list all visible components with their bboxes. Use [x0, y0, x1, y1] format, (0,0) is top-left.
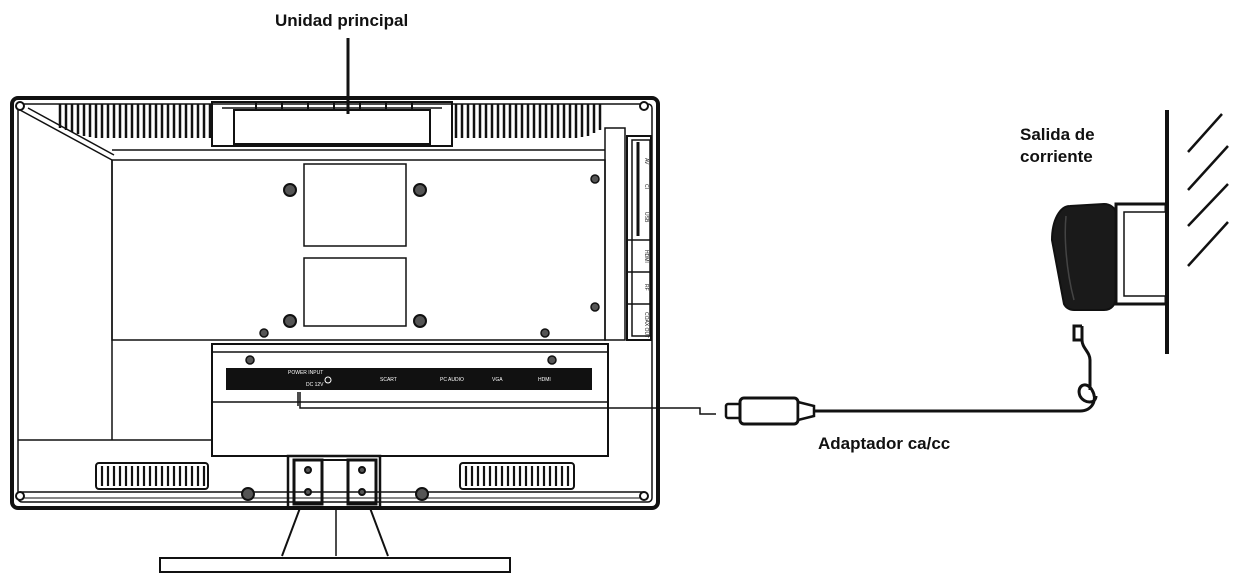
side-port-label: COAX OUT	[643, 312, 649, 338]
side-port-label: RF	[643, 284, 649, 291]
port-label: PC AUDIO	[440, 377, 464, 383]
power-outlet-label-line2: corriente	[1020, 147, 1093, 166]
power-outlet-label-line1: Salida de	[1020, 125, 1095, 144]
adapter-label: Adaptador ca/cc	[818, 434, 951, 453]
bottom-right-vent	[459, 462, 575, 490]
top-left-vent	[58, 104, 212, 138]
side-port-label: HDMI	[643, 250, 649, 263]
adapter-cord	[1072, 324, 1098, 413]
vesa-plate-lower	[303, 257, 407, 327]
power-outlet-label: Salida de corriente	[1020, 124, 1095, 168]
power-input-label: POWER INPUT	[288, 370, 323, 376]
tv-rear-view	[10, 96, 660, 573]
side-port-label: AV	[643, 158, 649, 165]
corner-screw	[15, 491, 25, 501]
wall-outlet	[1165, 110, 1229, 354]
side-port-labels: AV CI USB HDMI RF COAX OUT	[643, 158, 649, 338]
side-port-label: CI	[643, 184, 649, 189]
port-label: VGA	[492, 377, 503, 383]
rear-connector-strip: POWER INPUT DC 12V SCART PC AUDIO VGA HD…	[226, 368, 592, 390]
bottom-left-vent	[95, 462, 209, 490]
tv-stand	[159, 454, 511, 573]
dc-plug	[724, 396, 1080, 426]
top-control-buttons	[211, 101, 453, 147]
corner-screw	[15, 101, 25, 111]
power-input-jack	[324, 376, 332, 384]
vesa-plate-upper	[303, 163, 407, 247]
panel-screws	[245, 174, 600, 365]
main-unit-label: Unidad principal	[275, 11, 409, 30]
vesa-screws	[283, 183, 427, 328]
rear-panel	[111, 159, 606, 341]
side-port-label: USB	[643, 212, 649, 223]
port-label: HDMI	[538, 377, 551, 383]
bottom-screws	[241, 487, 429, 501]
ac-dc-adapter	[1050, 202, 1168, 311]
corner-screw	[639, 101, 649, 111]
corner-screw	[639, 491, 649, 501]
power-rating-label: DC 12V	[306, 382, 324, 388]
top-right-vent	[454, 104, 602, 138]
side-connector-bay	[604, 127, 626, 341]
power-cable	[297, 392, 716, 415]
port-label: SCART	[380, 377, 397, 383]
bottom-connector-housing	[211, 343, 609, 457]
